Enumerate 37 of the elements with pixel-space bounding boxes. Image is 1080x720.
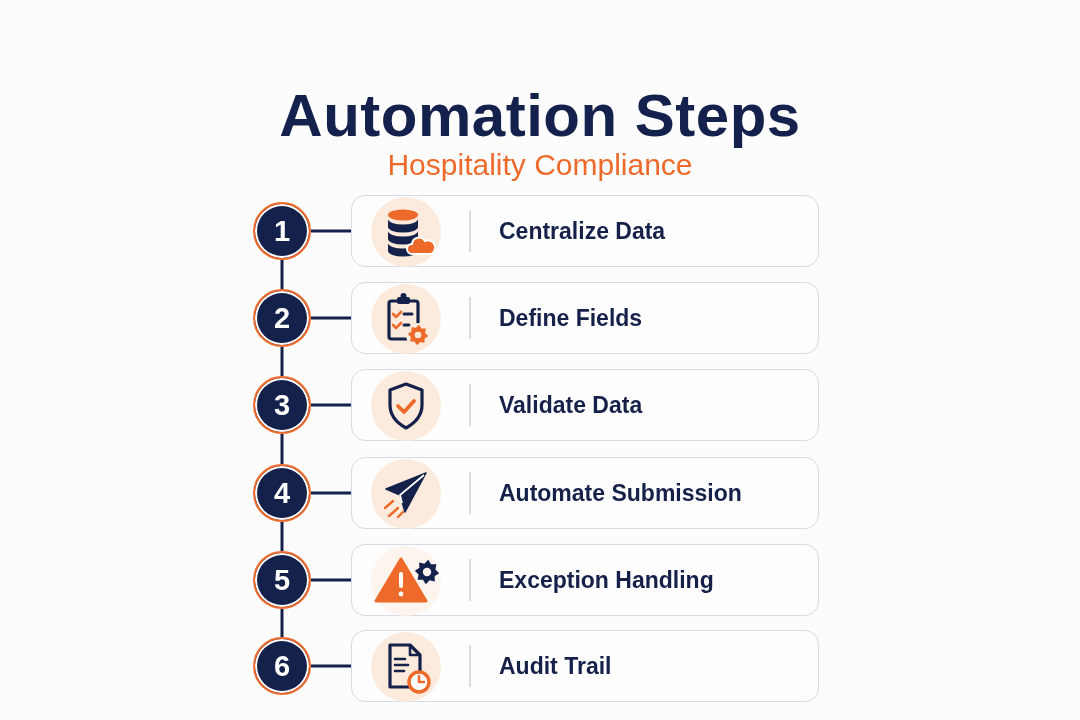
step-label: Exception Handling [499, 566, 714, 594]
step-circle [253, 202, 311, 260]
step-label: Define Fields [499, 304, 643, 332]
step-label: Validate Data [499, 391, 643, 419]
connector-line [280, 522, 284, 551]
connector-line [280, 347, 284, 376]
connector-line [311, 316, 351, 320]
step-number: 3 [273, 389, 291, 421]
step-circle [253, 637, 311, 695]
step-circle [253, 376, 311, 434]
connector-line [311, 403, 351, 407]
step-number: 5 [273, 564, 291, 596]
step-number: 6 [273, 650, 291, 682]
title: Automation Steps [279, 84, 801, 148]
step-card [351, 369, 819, 441]
connector-line [280, 434, 284, 464]
step-card [351, 630, 819, 702]
step-number: 1 [273, 215, 291, 247]
step-circle [253, 289, 311, 347]
step-card [351, 544, 819, 616]
step-card [351, 282, 819, 354]
step-circle [253, 551, 311, 609]
step-circle [253, 464, 311, 522]
connector-line [311, 229, 351, 233]
step-card [351, 457, 819, 529]
connector-line [280, 260, 284, 289]
connector-line [311, 491, 351, 495]
subtitle: Hospitality Compliance [387, 148, 693, 182]
step-number: 4 [273, 477, 291, 509]
step-label: Automate Submission [499, 479, 742, 507]
step-label: Centralize Data [499, 217, 666, 245]
connector-line [311, 578, 351, 582]
connector-line [311, 664, 351, 668]
connector-line [280, 609, 284, 637]
step-card [351, 195, 819, 267]
step-label: Audit Trail [499, 652, 612, 680]
step-number: 2 [273, 302, 291, 334]
